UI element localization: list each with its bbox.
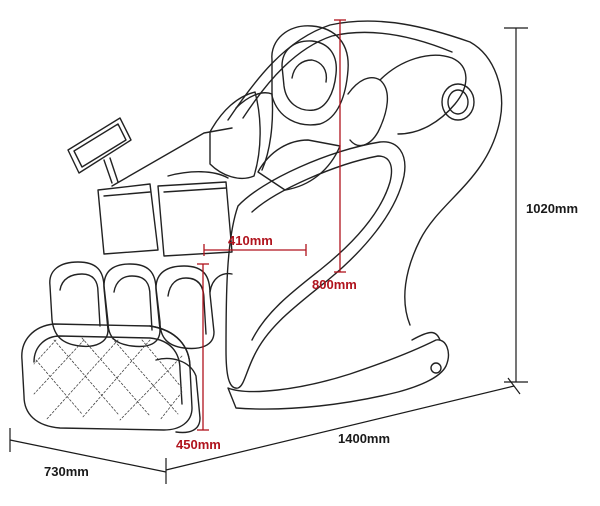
width-label: 730mm (44, 464, 89, 479)
seat-width-label: 410mm (228, 233, 273, 248)
headrest (271, 25, 349, 126)
footrest-quilted (21, 323, 193, 431)
side-rail (111, 127, 233, 187)
length-label: 1400mm (338, 431, 390, 446)
seat-height-label: 450mm (176, 437, 221, 452)
wheel (430, 362, 442, 374)
seat-cushions (97, 171, 233, 257)
leg-rest-upper (49, 261, 233, 350)
overall-dimensions (9, 27, 528, 484)
massage-chair-drawing (21, 20, 503, 434)
speaker-ring (441, 83, 475, 121)
height-label: 1020mm (526, 201, 578, 216)
inner-dimensions (197, 19, 346, 431)
base-shell (227, 339, 450, 410)
side-panel (225, 141, 406, 389)
back-shell (227, 20, 503, 326)
backrest-label: 800mm (312, 277, 357, 292)
back-cushion-left (209, 91, 261, 180)
control-screen (67, 117, 132, 184)
